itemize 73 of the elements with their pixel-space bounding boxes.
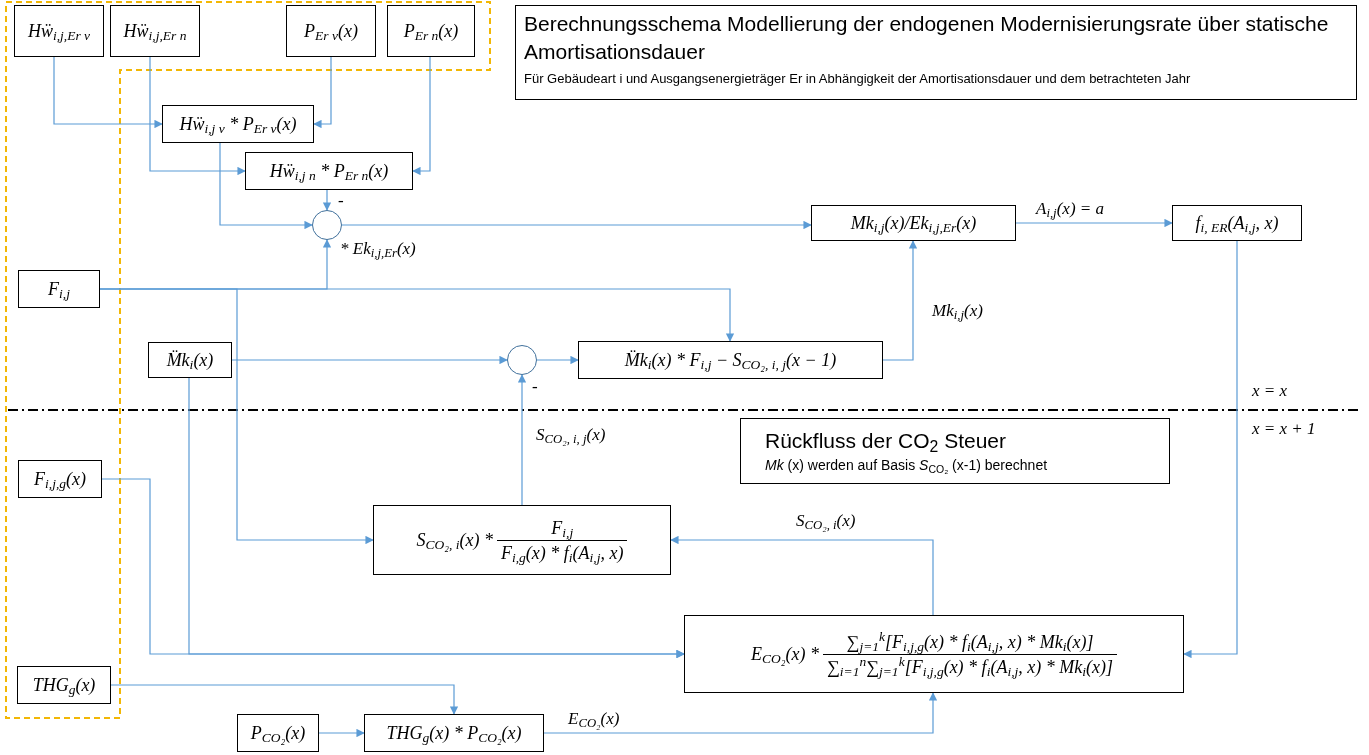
formula-box: [14, 5, 104, 57]
arrow: [341, 220, 812, 230]
formula-box: [245, 152, 413, 190]
formula: M̈k$_{i}$(x) * F$_{i,j}$ − S$_{CO₂, i, j}$(x − 1): [624, 348, 837, 374]
arrow: [110, 684, 459, 715]
edge-label: A$_{i,j}$(x) = a: [1036, 199, 1104, 218]
arrow: [99, 288, 374, 545]
note-text: Mk (x) werden auf Basis S$_{CO₂}$ (x-1) berechnet: [765, 456, 1049, 475]
title: Berechnungsschema Modellierung der endogenen Modernisierungsrate über statische Amortisationsdauer: [524, 11, 1330, 65]
formula: P$_{Er v}$(x): [304, 19, 358, 45]
formula-box: [18, 270, 100, 308]
numerator: F$_{i,j}$: [550, 516, 575, 540]
formula: P$_{Er n}$(x): [403, 19, 459, 45]
formula: Hẅ$_{i,j,Er v}$: [27, 19, 91, 45]
title-box: [515, 5, 1357, 100]
formula-box: [811, 205, 1016, 241]
arrow: [1183, 240, 1238, 659]
arrow: [536, 355, 579, 365]
arrow: [149, 56, 246, 176]
formula: Hẅ$_{i,j n}$ * P$_{Er n}$(x): [269, 159, 389, 185]
formula-box: [1172, 205, 1302, 241]
arrow: [219, 142, 313, 230]
formula-box: [237, 714, 319, 752]
denominator: ∑$_{i=1}$$^{n}$∑$_{j=1}$$^{k}$[F$_{i,j,g}$(x) * f$_{i}$(A$_{i,j}$, x) * Mk$_{i}$(x)]: [825, 654, 1114, 679]
note-box: [740, 418, 1170, 484]
note-heading: Rückfluss der CO$_{2}$ Steuer: [765, 428, 1008, 455]
arrow: [543, 692, 938, 734]
formula: THG$_{g}$(x) * P$_{CO₂}$(x): [386, 721, 522, 747]
formula-box: [18, 460, 102, 498]
edge-label: S$_{CO₂, i}$(x): [796, 511, 856, 530]
iteration-label: x = x + 1: [1252, 419, 1316, 438]
formula: F$_{i,j,g}$(x): [34, 467, 86, 493]
denominator: F$_{i,g}$(x) * f$_{i}$(A$_{i,j}$, x): [499, 541, 625, 565]
formula-box: [684, 615, 1184, 693]
multiplier-annotation: * Ek$_{i,j,Er}$(x): [340, 239, 416, 258]
formula: Hẅ$_{i,j v}$ * P$_{Er v}$(x): [179, 112, 297, 138]
formula: THG$_{g}$(x): [32, 673, 96, 699]
formula-box: [148, 342, 232, 378]
formula-box: [578, 341, 883, 379]
formula: M̈k$_{i}$(x): [166, 348, 214, 374]
formula-box: [364, 714, 544, 752]
arrow: [188, 377, 685, 659]
arrow: [53, 56, 163, 129]
formula: F$_{i,j}$: [48, 277, 70, 303]
iteration-label: x = x: [1252, 381, 1288, 400]
formula: Mk$_{i,j}$(x)/Ek$_{i,j,Er}$(x): [850, 211, 977, 237]
arrow: [231, 355, 508, 365]
edge-label: E$_{CO₂}$(x): [568, 709, 620, 728]
edge-label: S$_{CO₂, i, j}$(x): [536, 425, 606, 444]
formula-box: [110, 5, 200, 57]
formula: Hẅ$_{i,j,Er n}$: [123, 19, 187, 45]
formula-box: [162, 105, 314, 143]
numerator: ∑$_{j=1}$$^{k}$[F$_{i,j,g}$(x) * f$_{i}$(A$_{i,j}$, x) * Mk$_{i}$(x)]: [845, 629, 1095, 654]
arrow: [882, 240, 918, 361]
arrow: [318, 728, 365, 738]
minus-sign: -: [532, 377, 538, 396]
arrow: [670, 535, 934, 616]
subtitle: Für Gebäudeart i und Ausgangsenergieträger Er in Abhängigkeit der Amortisationsdauer und dem betrachteten Jahr: [524, 70, 1192, 88]
formula: f$_{i, ER}$(A$_{i,j}$, x): [1195, 211, 1279, 237]
formula-box: [286, 5, 376, 57]
formula-box: [373, 505, 671, 575]
arrow: [517, 374, 527, 506]
formula: S$_{CO₂, i}$(x) *: [416, 528, 493, 554]
arrow: [1015, 218, 1173, 228]
formula-box: [387, 5, 475, 57]
arrow: [412, 56, 431, 176]
minus-sign: -: [338, 191, 344, 210]
arrow: [313, 56, 332, 129]
formula-box: [17, 666, 111, 704]
formula: P$_{CO₂}$(x): [250, 721, 306, 747]
edge-label: Mk$_{i,j}$(x): [932, 301, 983, 320]
formula: E$_{CO₂}$(x) *: [751, 642, 819, 668]
arrow: [322, 189, 332, 211]
